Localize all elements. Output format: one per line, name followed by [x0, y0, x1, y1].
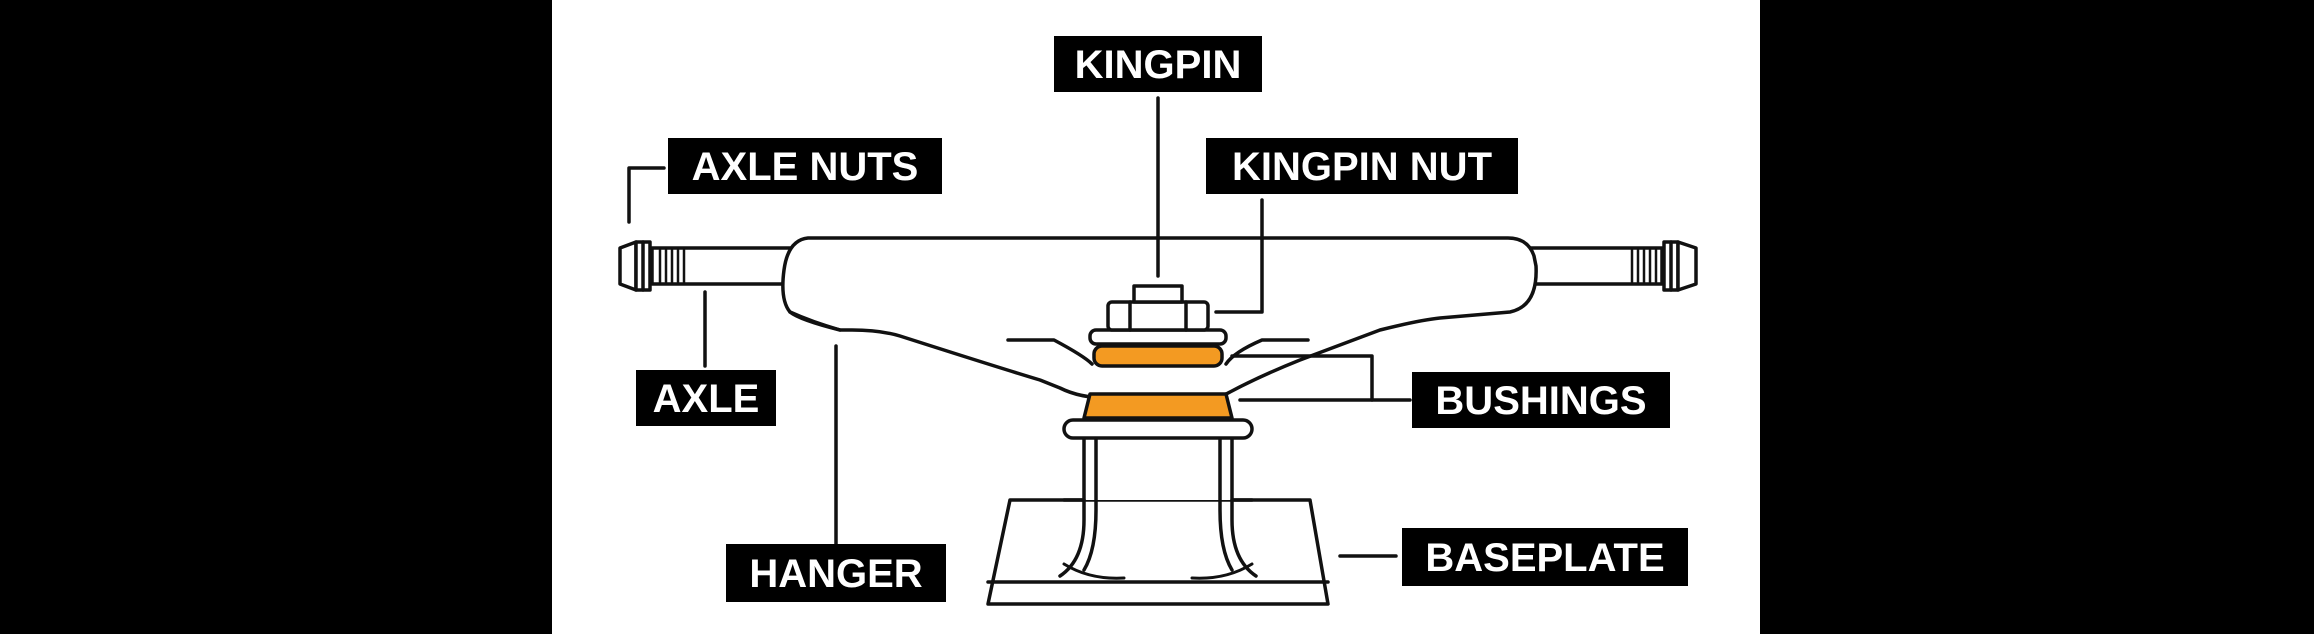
label-bushings-text: BUSHINGS: [1435, 379, 1646, 423]
upper-cup-left: [1006, 338, 1094, 366]
left-axle-nut: [618, 240, 652, 292]
leader-kingpin-nut: [1214, 198, 1264, 314]
left-axle: [650, 246, 794, 286]
top-washer: [1088, 328, 1228, 346]
kingpin-nut: [1106, 300, 1210, 332]
label-hanger: HANGER: [726, 544, 946, 602]
label-hanger-text: HANGER: [749, 552, 922, 596]
baseplate: [986, 434, 1330, 606]
right-axle-nut: [1662, 240, 1698, 292]
label-axle: AXLE: [636, 370, 776, 426]
lower-bushing: [1082, 392, 1234, 420]
leader-axle-nuts: [627, 166, 666, 224]
leader-bushings: [1230, 354, 1374, 402]
label-axle-nuts: AXLE NUTS: [668, 138, 942, 194]
upper-bushing: [1092, 344, 1224, 368]
hanger-edge-left: [788, 310, 842, 332]
label-kingpin-text: KINGPIN: [1075, 43, 1242, 87]
kingpin-tip: [1132, 284, 1184, 304]
label-kingpin: KINGPIN: [1054, 36, 1262, 92]
label-baseplate-text: BASEPLATE: [1425, 536, 1664, 580]
baseplate-washer: [1062, 418, 1254, 440]
label-axle-nuts-text: AXLE NUTS: [692, 145, 919, 189]
upper-cup-right: [1224, 338, 1310, 366]
right-axle: [1520, 246, 1664, 286]
label-axle-text: AXLE: [653, 377, 760, 421]
label-bushings: BUSHINGS: [1412, 372, 1670, 428]
label-baseplate: BASEPLATE: [1402, 528, 1688, 586]
label-kingpin-nut: KINGPIN NUT: [1206, 138, 1518, 194]
leader-lines: [627, 96, 1412, 558]
label-kingpin-nut-text: KINGPIN NUT: [1232, 145, 1492, 189]
